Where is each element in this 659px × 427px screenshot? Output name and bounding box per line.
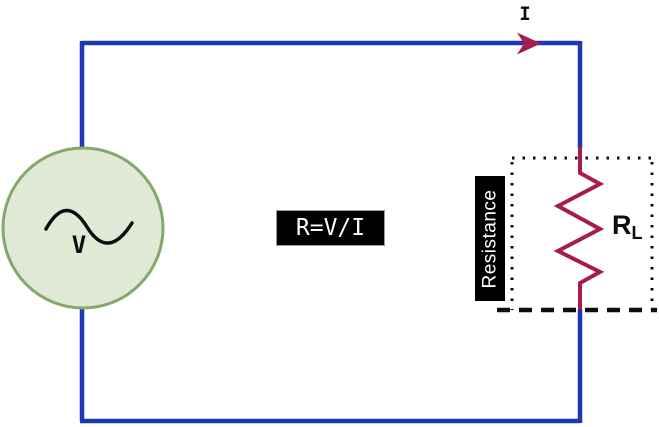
sine-wave-icon (44, 208, 134, 245)
current-label: I (519, 3, 531, 25)
resistance-label-text: Resistance (479, 189, 500, 288)
formula-box: R=V/I (276, 210, 385, 246)
current-arrow-icon (517, 32, 541, 55)
load-resistor-label: RL (612, 210, 643, 243)
resistor-icon (553, 147, 605, 310)
voltage-label: V (71, 231, 87, 259)
ac-source-circle (1, 146, 165, 310)
load-resistor-subscript: L (631, 223, 643, 243)
resistance-label-box: Resistance (475, 176, 505, 301)
formula-text: R=V/I (295, 215, 366, 241)
load-resistor-symbol: R (612, 210, 632, 240)
